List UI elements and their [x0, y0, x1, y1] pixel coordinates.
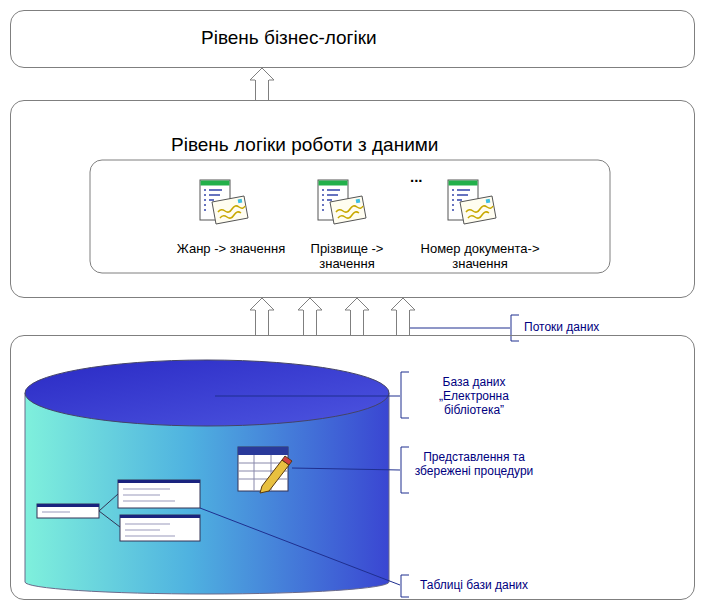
leader-line [410, 328, 510, 329]
callout-bracket [401, 372, 409, 418]
table-symbol [42, 512, 70, 513]
arrow-head [250, 298, 274, 310]
arrow-body [256, 310, 268, 336]
arrow-head [250, 68, 274, 80]
arrow-head [345, 298, 369, 310]
table-symbol [37, 504, 99, 507]
table-symbol [120, 515, 200, 541]
view-procedure-icon [282, 456, 292, 465]
table-symbol [118, 480, 200, 508]
view-procedure-icon [238, 479, 288, 480]
data-flow-arrow [250, 298, 274, 336]
item-label: Прізвище -> значення [301, 242, 393, 272]
document-icon [318, 180, 366, 224]
leader-line [200, 508, 400, 585]
arrow-head [298, 298, 322, 310]
data-flow-arrow [391, 298, 415, 336]
arrow-body [256, 80, 268, 101]
callout-text: Таблиці бази даних [409, 579, 539, 593]
arrow-body [397, 310, 409, 336]
data-item: Жанр -> значення [145, 238, 317, 261]
leader-line [215, 396, 400, 397]
table-symbol [99, 511, 120, 527]
database-cylinder [25, 360, 389, 594]
database-cylinder [25, 360, 389, 426]
callout-text: Потоки даних [524, 321, 599, 335]
layer-box: Рівень бізнес-логіки [10, 10, 695, 68]
view-procedure-icon [238, 447, 292, 493]
callout-bracket [511, 315, 519, 341]
arrow-head [391, 298, 415, 310]
arrow-outline [396, 310, 410, 336]
callout-bracket [401, 447, 409, 493]
data-item: Номер документа-> значення [404, 238, 556, 276]
data-item: Прізвище -> значення [295, 238, 399, 276]
arrow-body [351, 310, 363, 336]
view-procedure-icon [254, 455, 255, 491]
view-procedure-icon [260, 460, 289, 493]
inner-panel [90, 160, 610, 273]
table-symbol [125, 524, 170, 525]
item-label: Жанр -> значення [151, 242, 311, 257]
document-icon [200, 180, 248, 224]
data-flow-arrow [345, 298, 369, 336]
callout-text: База даних „Електронна бібліотека” [409, 376, 539, 417]
table-symbol [125, 530, 160, 531]
table-symbol [37, 504, 99, 518]
item-label: Номер документа-> значення [410, 242, 550, 272]
layer-title: Рівень логіки роботи з даними [171, 134, 591, 156]
document-icon [200, 180, 496, 224]
arrow-outline [350, 310, 364, 336]
table-symbol [123, 489, 170, 490]
database-layer: База даних „Електронна бібліотека” Предст… [10, 335, 695, 600]
layer-title: Рівень бізнес-логіки [201, 27, 561, 49]
data-flow-arrow [298, 298, 322, 336]
document-icon [448, 180, 496, 224]
ellipsis: ... [410, 168, 423, 185]
table-symbol [99, 494, 118, 511]
arrow-body [304, 310, 316, 336]
table-symbol [120, 515, 200, 518]
view-procedure-icon [238, 447, 288, 455]
table-symbol [125, 536, 175, 537]
table-symbol [123, 495, 160, 496]
arrow-outline [303, 310, 317, 336]
callout-bracket [401, 575, 409, 597]
leader-line [292, 468, 400, 470]
table-symbol [123, 501, 175, 502]
table-symbol [118, 480, 200, 483]
table-symbol [37, 480, 200, 541]
arrow-outline [255, 80, 269, 101]
layer-box: Жанр -> значенняПрізвище -> значення Номе… [10, 100, 695, 298]
data-flow-arrow [250, 68, 274, 101]
inner-panel [90, 160, 610, 273]
callout-text: Представлення та збережені процедури [409, 451, 539, 479]
arrow-outline [255, 310, 269, 336]
